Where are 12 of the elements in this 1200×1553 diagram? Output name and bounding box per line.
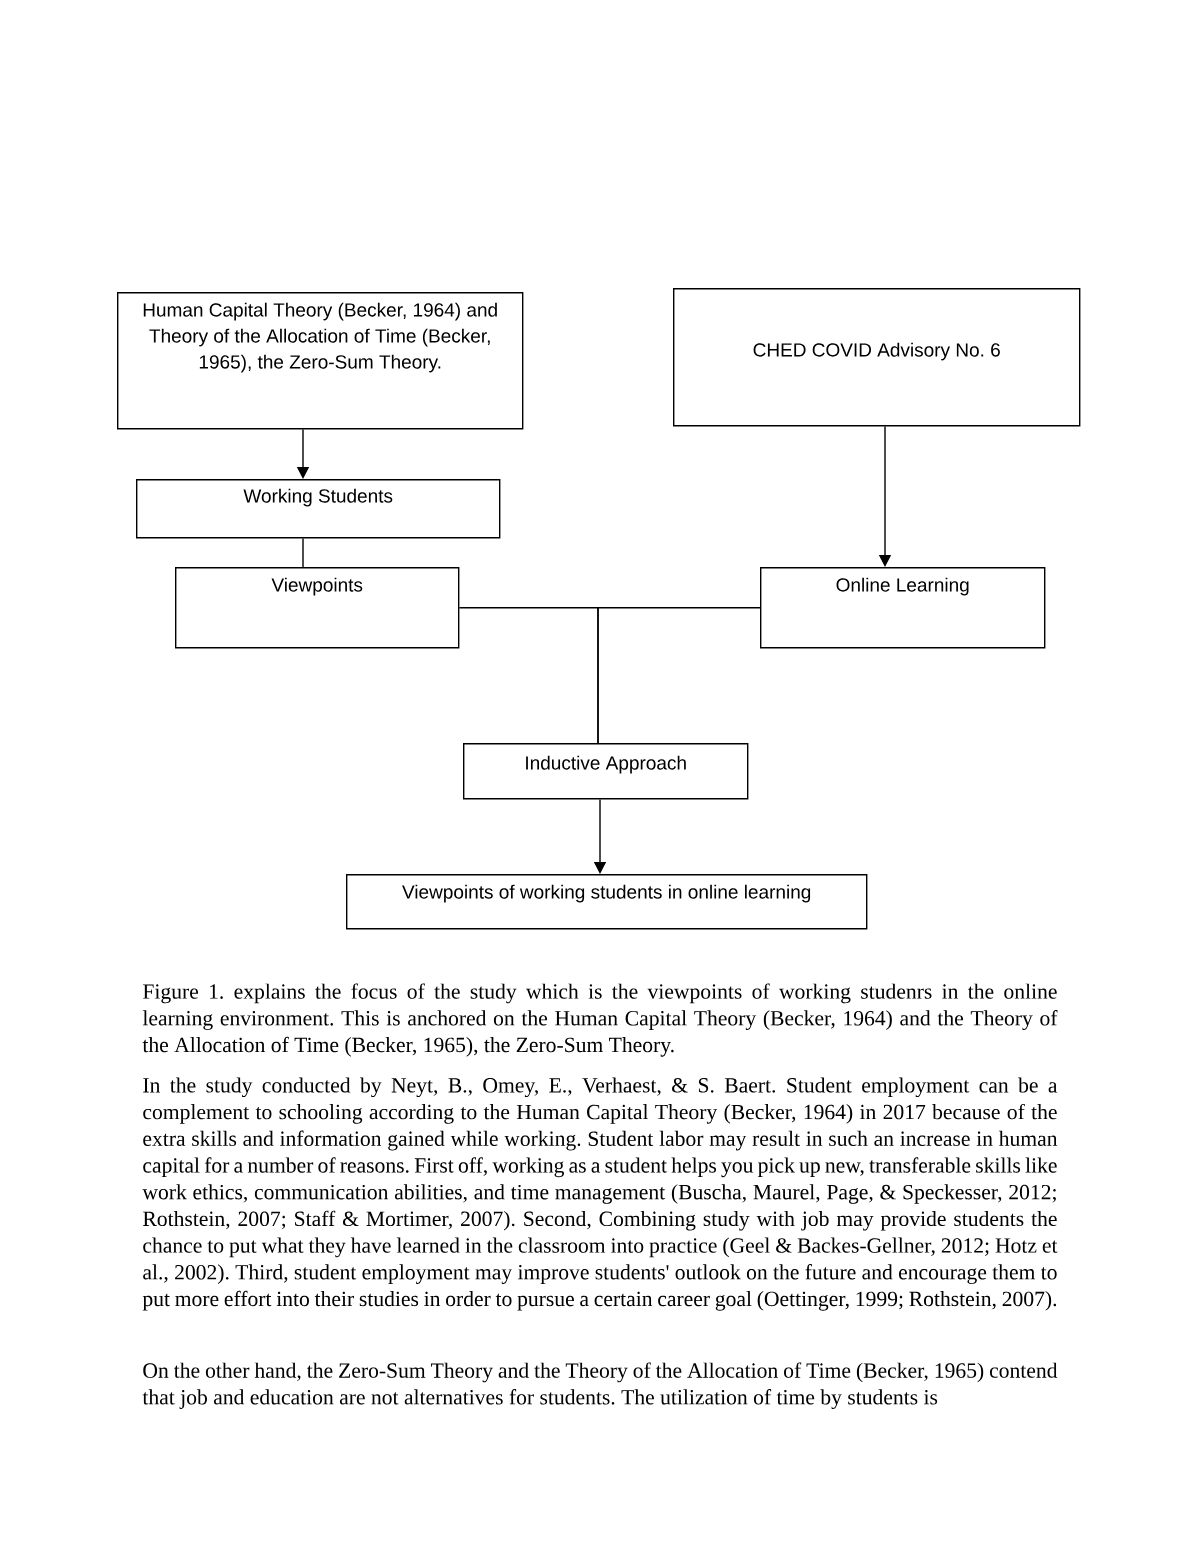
text-box: Human Capital Theory (Becker, 1964) and Theory of the Allocation of Time (Becker, 1965), the Zero-Sum Theory.	[117, 292, 524, 430]
text-box: Inductive Approach	[463, 743, 749, 800]
text-box: Working Students	[136, 479, 501, 539]
text-box: Viewpoints of working students in online learning	[346, 874, 868, 930]
text-box: Online Learning	[760, 567, 1046, 649]
text-box: CHED COVID Advisory No. 6	[673, 288, 1081, 427]
connector-line	[302, 537, 304, 568]
text-box: Viewpoints	[175, 567, 460, 649]
body-paragraph: Figure 1. explains the focus of the study which is the viewpoints of working studenrs in the online learning environment. This is anchored on the Human Capital Theory (Becker, 1964) and the Theory of the Allocation of Time (Becker, 1965), the Zero-Sum Theory.	[142, 983, 1058, 1057]
connector-line	[597, 607, 761, 744]
body-paragraph: In the study conducted by Neyt, B., Omey, E., Verhaest, & S. Baert. Student employment can be a complement to schooling according to the Human Capital Theory (Becker, 1964) in 2017 because of the extra skills and information gained while working. Student labor may result in such an increase in human capital for a number of reasons. First off, working as a student helps you pick up new, transferable skills like work ethics, communication abilities, and time management (Buscha, Maurel, Page, & Speckesser, 2012; Rothstein, 2007; Staff & Mortimer, 2007). Second, Combining study with job may provide students the chance to put what they have learned in the classroom into practice (Geel & Backes-Gellner, 2012; Hotz et al., 2002). Third, student employment may improve students' outlook on the future and encourage them to put more effort into their studies in order to pursue a certain career goal (Oettinger, 1999; Rothstein, 2007).	[142, 1077, 1058, 1311]
body-paragraph: On the other hand, the Zero-Sum Theory and the Theory of the Allocation of Time (Becker, 1965) contend that job and education are not alternatives for students. The utilization of time by students is	[142, 1362, 1058, 1409]
